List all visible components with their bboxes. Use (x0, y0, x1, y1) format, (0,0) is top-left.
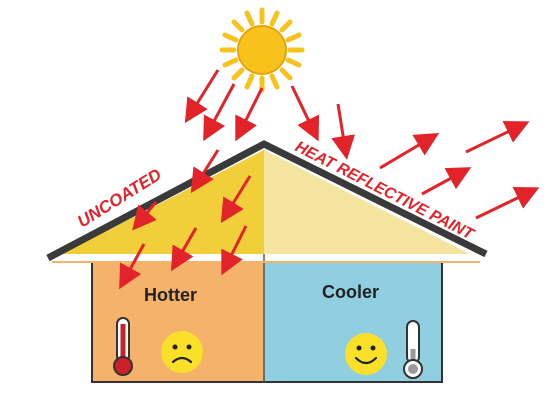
ray-arrow (290, 85, 320, 142)
incoming-rays (119, 69, 264, 290)
reflected-rays (379, 121, 540, 220)
thermometer-cool-icon (403, 320, 423, 379)
happy-face-icon (345, 333, 387, 375)
sad-face-icon (161, 331, 203, 373)
ray-arrow (465, 121, 530, 154)
ray-arrow (132, 201, 158, 231)
ray-arrow (184, 69, 220, 124)
ray-arrow (235, 87, 264, 142)
right-gable (264, 150, 470, 254)
ray-arrow (421, 167, 472, 196)
thermometer-hot-icon (113, 317, 133, 376)
ray-arrow (203, 83, 236, 142)
rays-to-coating (290, 85, 356, 160)
ray-arrow (190, 149, 220, 194)
ray-arrow (119, 243, 146, 290)
ray-arrow (221, 225, 248, 276)
ray-arrow (475, 187, 540, 220)
cooler-label: Cooler (322, 282, 380, 302)
ray-arrow (220, 175, 252, 224)
hotter-label: Hotter (144, 285, 197, 305)
house-outline (91, 262, 443, 383)
sun-icon (219, 7, 305, 93)
ray-arrow (170, 227, 198, 272)
roof-edge (46, 140, 488, 262)
ray-arrow (331, 103, 356, 160)
ray-arrow (379, 132, 440, 170)
